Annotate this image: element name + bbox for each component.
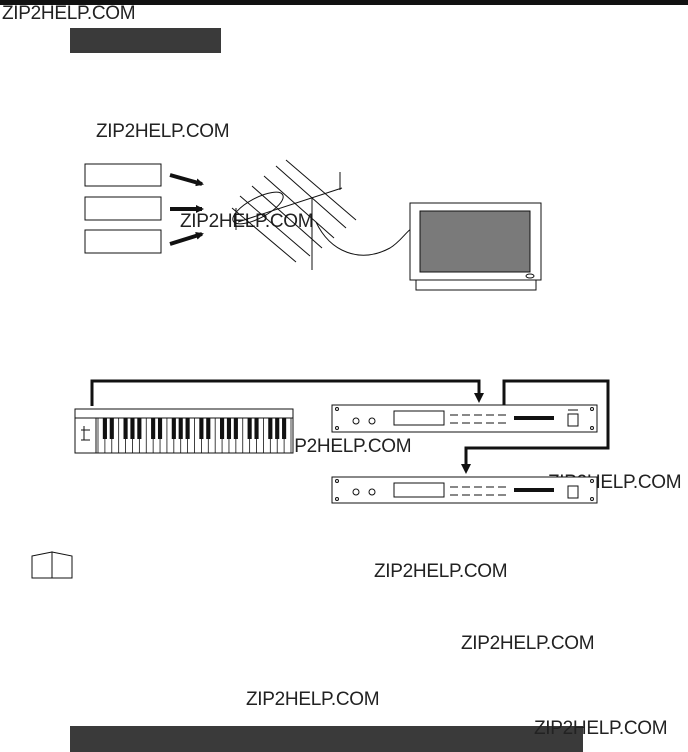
black-key <box>199 418 204 439</box>
tone-module-icon <box>331 476 598 504</box>
black-key <box>275 418 280 439</box>
watermark: ZIP2HELP.COM <box>461 633 595 654</box>
black-key <box>254 418 259 439</box>
book-note-icon <box>31 551 73 579</box>
black-key <box>171 418 176 439</box>
watermark: ZIP2HELP.COM <box>534 718 668 739</box>
watermark: ZIP2HELP.COM <box>246 689 380 710</box>
black-key <box>109 418 114 439</box>
black-key <box>102 418 107 439</box>
antenna-icon <box>231 159 413 270</box>
black-key <box>151 418 156 439</box>
arrow-right-icon <box>169 173 204 246</box>
midi-cables <box>90 379 610 474</box>
black-key <box>130 418 135 439</box>
television-icon <box>409 202 542 291</box>
watermark: ZIP2HELP.COM <box>96 121 230 142</box>
black-key <box>247 418 252 439</box>
section-footer-bar <box>70 726 583 752</box>
black-key <box>268 418 273 439</box>
tone-module-icon <box>331 404 598 433</box>
black-key <box>137 418 142 439</box>
black-key <box>220 418 225 439</box>
section-header-bar <box>70 28 221 53</box>
midi-keyboard-icon <box>74 408 294 454</box>
black-key <box>178 418 183 439</box>
watermark: ZIP2HELP.COM <box>2 3 136 24</box>
black-key <box>185 418 190 439</box>
broadcast-source-boxes <box>84 163 162 254</box>
top-rule <box>0 0 688 5</box>
watermark: ZIP2HELP.COM <box>180 211 314 232</box>
black-key <box>123 418 128 439</box>
black-key <box>157 418 163 439</box>
black-key <box>282 418 287 439</box>
watermark: ZIP2HELP.COM <box>278 436 412 457</box>
black-key <box>206 418 211 439</box>
watermark: ZIP2HELP.COM <box>374 561 508 582</box>
black-key <box>233 418 238 439</box>
black-key <box>226 418 232 439</box>
